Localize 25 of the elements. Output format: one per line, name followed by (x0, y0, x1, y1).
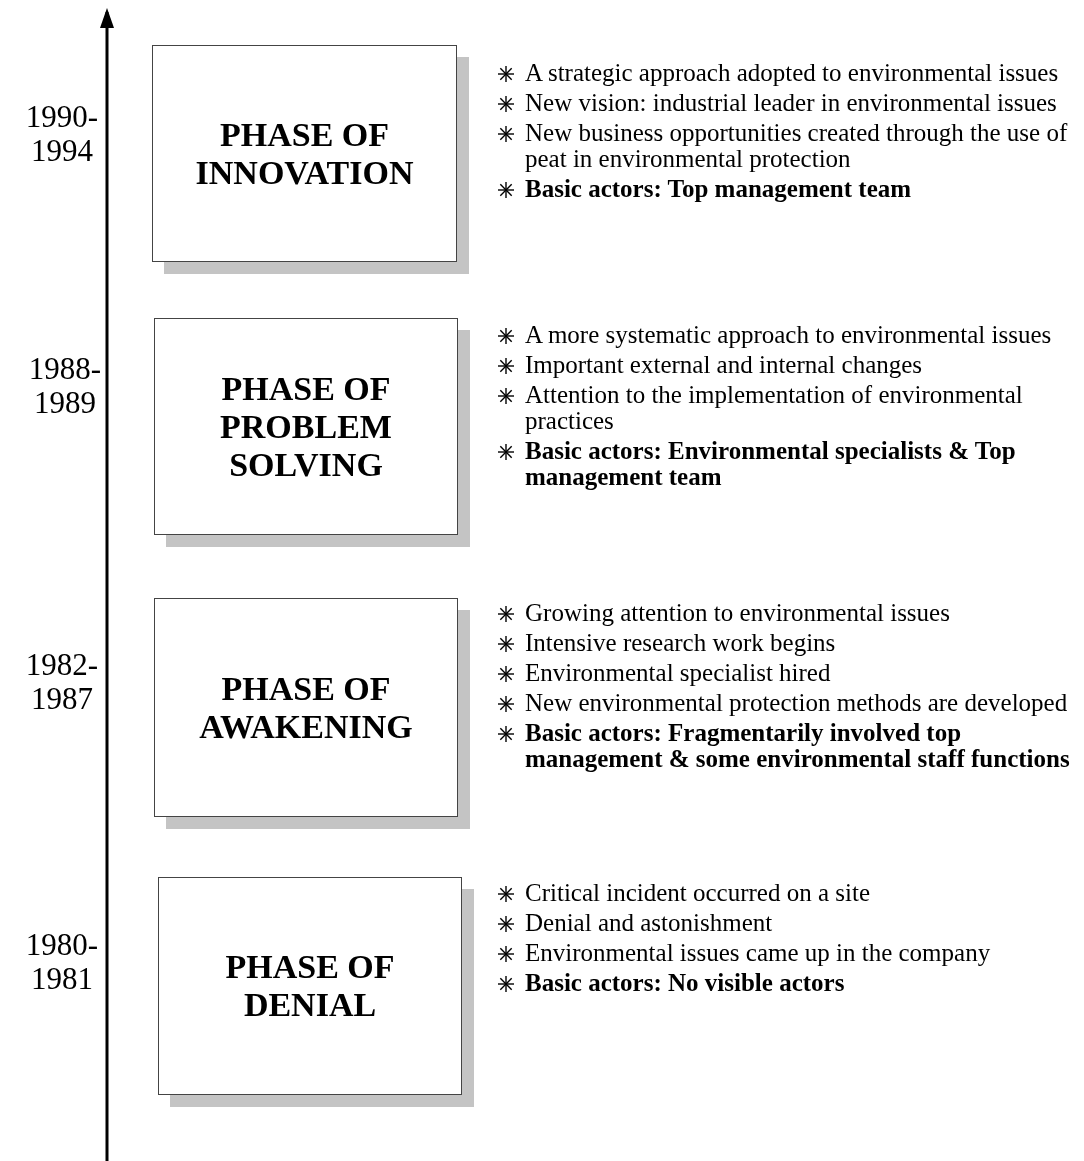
bullet-text: Critical incident occurred on a site (525, 880, 871, 906)
year-range: 1982-1987 (24, 648, 100, 716)
bullet-text: Environmental issues came up in the company (525, 940, 992, 966)
bullet-text: Basic actors: Fragmentarily involved top management & some environmental staff functions (525, 720, 1071, 772)
year-range: 1988-1989 (27, 352, 103, 420)
bullet-text: Intensive research work begins (525, 630, 837, 656)
phase-title: PHASE OF INNOVATION (194, 115, 415, 192)
bullet-text: A more systematic approach to environmental issues (525, 322, 1053, 348)
bullet-text: Denial and astonishment (525, 910, 774, 936)
bullet-text: Basic actors: Environmental specialists & Top management team (525, 438, 1017, 490)
phase-title: PHASE OF AWAKENING (198, 669, 414, 746)
phase-title: PHASE OF PROBLEM SOLVING (219, 369, 393, 484)
bullet-text: Basic actors: No visible actors (525, 970, 846, 996)
bullet-text: New environmental protection methods are developed (525, 690, 1069, 716)
bullet-text: A strategic approach adopted to environmental issues (525, 60, 1060, 86)
bullet-text: Basic actors: Top management team (525, 176, 913, 202)
year-range: 1990-1994 (24, 100, 100, 168)
bullet-text: Environmental specialist hired (525, 660, 832, 686)
bullet-text: Attention to the implementation of environmental practices (525, 382, 1024, 434)
bullet-text: Growing attention to environmental issues (525, 600, 951, 626)
bullet-text: Important external and internal changes (525, 352, 924, 378)
phase-title: PHASE OF DENIAL (224, 948, 396, 1024)
bullet-text: New business opportunities created through the use of peat in environmental protection (525, 120, 1069, 172)
bullet-text: New vision: industrial leader in environmental issues (525, 90, 1058, 116)
year-range: 1980-1981 (24, 928, 100, 996)
